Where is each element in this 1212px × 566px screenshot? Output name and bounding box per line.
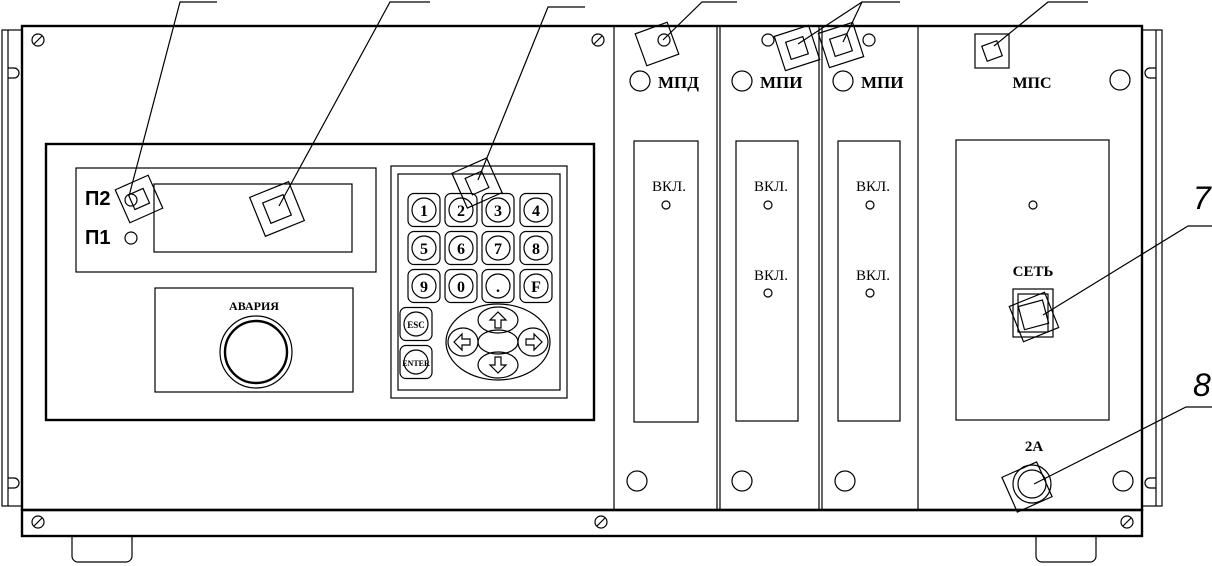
keypad-key-0-cap — [411, 197, 437, 223]
module-mps-led — [1028, 200, 1038, 210]
esc-key-label: ESC — [407, 320, 425, 330]
arrow-down-icon — [488, 356, 508, 374]
callout-7: 7 — [1193, 180, 1212, 216]
module-mpi-2-led1 — [865, 200, 875, 210]
keypad-key-9-cap — [448, 273, 474, 299]
enter-key[interactable] — [399, 344, 433, 380]
module-mpi-2-led1-label: ВКЛ. — [856, 179, 890, 195]
keypad-key-label: 2 — [457, 203, 465, 220]
keypad-key-label: 9 — [420, 279, 428, 296]
keypad-key-label: 5 — [420, 241, 428, 258]
keypad-key-5[interactable] — [444, 230, 478, 266]
module-mps-title: МПС — [1012, 75, 1051, 92]
keypad: 1 2 3 4 5 6 7 8 9 0. F — [399, 192, 553, 380]
module-mpd: МПД ВКЛ. — [626, 70, 699, 492]
alarm-label: АВАРИЯ — [229, 299, 279, 313]
indicator-label-p2: П2 — [85, 188, 111, 210]
keypad-key-8-cap — [411, 273, 437, 299]
keypad-key-0[interactable] — [407, 192, 441, 228]
keypad-key-3-cap — [523, 197, 549, 223]
callout-8: 8 — [1193, 367, 1211, 403]
module-mpd-led — [661, 200, 671, 210]
keypad-key-11-cap — [523, 273, 549, 299]
arrow-up-icon — [488, 311, 508, 329]
keypad-key-2-cap — [485, 197, 511, 223]
keypad-key-6-cap — [485, 235, 511, 261]
module-mpi-1-led1 — [763, 200, 773, 210]
keypad-key-5-cap — [448, 235, 474, 261]
esc-key-cap — [403, 311, 429, 337]
keypad-key-label: . — [496, 279, 500, 296]
module-mpi-2-led2 — [865, 288, 875, 298]
keypad-key-label: 4 — [532, 203, 540, 220]
module-mpi-2-led2-label: ВКЛ. — [856, 268, 890, 284]
screw-icon — [591, 33, 605, 47]
callout-markers — [114, 21, 1060, 513]
keypad-key-8[interactable] — [407, 268, 441, 304]
esc-key[interactable] — [399, 306, 433, 342]
module-mpi-2: МПИ ВКЛ. ВКЛ. — [832, 70, 904, 492]
module-mpd-title: МПД — [658, 73, 699, 92]
keypad-key-2[interactable] — [481, 192, 515, 228]
module-mpd-led-label: ВКЛ. — [652, 179, 686, 195]
keypad-key-label: 6 — [457, 241, 465, 258]
keypad-key-label: 7 — [494, 241, 502, 258]
arrow-left-icon — [453, 332, 471, 352]
keypad-key-1-cap — [448, 197, 474, 223]
keypad-key-7-cap — [523, 235, 549, 261]
keypad-key-7[interactable] — [519, 230, 553, 266]
module-mpi-2-title: МПИ — [861, 73, 904, 92]
module-mpi-1-led1-label: ВКЛ. — [754, 179, 788, 195]
control-panel: П2 П1 АВАРИЯ 1 2 3 4 5 6 7 8 9 0. F ESC ENTER — [44, 142, 596, 422]
module-mpi-1-title: МПИ — [760, 73, 803, 92]
enter-key-cap — [403, 349, 429, 375]
keypad-key-6[interactable] — [481, 230, 515, 266]
screw-icon — [31, 515, 45, 529]
power-switch[interactable] — [1012, 288, 1054, 338]
keypad-key-label: 8 — [532, 241, 540, 258]
keypad-key-11[interactable] — [519, 268, 553, 304]
chassis — [1, 24, 1163, 563]
fuse-holder[interactable] — [1012, 464, 1052, 504]
keypad-key-3[interactable] — [519, 192, 553, 228]
enter-key-label: ENTER — [402, 359, 430, 368]
screw-icon — [1120, 515, 1134, 529]
indicator-led-p1 — [124, 231, 138, 245]
keypad-key-label: F — [531, 279, 541, 296]
module-mps-switch-label: СЕТЬ — [1013, 264, 1054, 280]
screw-icon — [594, 515, 608, 529]
keypad-key-label: 3 — [494, 203, 502, 220]
keypad-key-9[interactable] — [444, 268, 478, 304]
module-mps: МПС СЕТЬ 2А — [955, 69, 1134, 504]
screw-icon — [31, 33, 45, 47]
keypad-key-label: 1 — [420, 203, 428, 220]
indicator-label-p1: П1 — [85, 227, 111, 249]
keypad-key-4-cap — [411, 235, 437, 261]
module-mpi-1: МПИ ВКЛ. ВКЛ. — [731, 70, 803, 492]
module-mps-fuse-label: 2А — [1025, 439, 1044, 455]
keypad-key-label: 0 — [457, 279, 465, 296]
alarm-button[interactable] — [219, 315, 293, 389]
arrow-right-icon — [525, 332, 543, 352]
keypad-key-4[interactable] — [407, 230, 441, 266]
leader-lines — [128, 1, 1212, 485]
module-mpi-1-led2-label: ВКЛ. — [754, 268, 788, 284]
module-mpi-1-led2 — [763, 288, 773, 298]
keypad-key-10[interactable] — [481, 268, 515, 304]
keypad-key-10-cap — [485, 273, 511, 299]
direction-pad[interactable] — [445, 303, 551, 381]
